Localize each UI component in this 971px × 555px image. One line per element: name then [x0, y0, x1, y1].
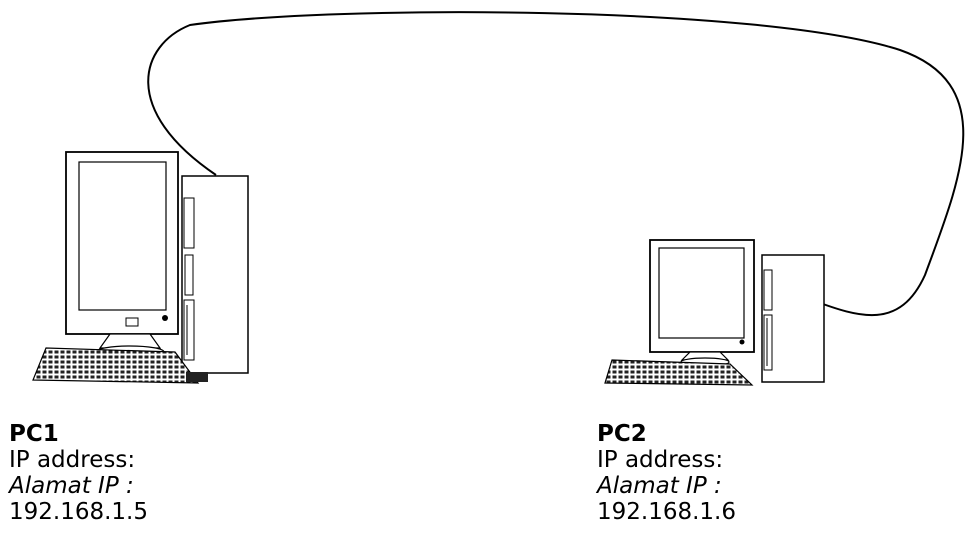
pc1-ip-label-en: IP address: — [9, 447, 136, 473]
pc2-ip-label-en: IP address: — [597, 447, 724, 473]
pc1-computer-icon — [32, 151, 249, 384]
pc2-ip-label-ms: Alamat IP : — [597, 473, 722, 499]
pc2-ip-value: 192.168.1.6 — [597, 499, 736, 525]
pc1-name: PC1 — [9, 421, 59, 447]
pc1-ip-value: 192.168.1.5 — [9, 499, 148, 525]
pc1-label: PC1 IP address: Alamat IP : 192.168.1.5 — [9, 421, 148, 525]
pc1-ip-label-ms: Alamat IP : — [9, 473, 134, 499]
network-cable — [147, 11, 965, 317]
pc2-label: PC2 IP address: Alamat IP : 192.168.1.6 — [597, 421, 736, 525]
pc2-computer-icon — [604, 239, 825, 386]
pc2-name: PC2 — [597, 421, 647, 447]
